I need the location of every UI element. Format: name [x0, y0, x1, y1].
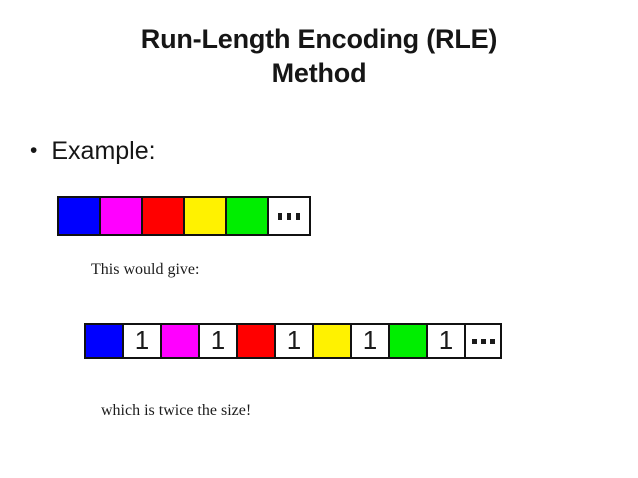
run-count-cell: 1 [276, 325, 314, 357]
color-cell [238, 325, 276, 357]
bullet-marker-icon: • [30, 139, 38, 162]
color-cell [314, 325, 352, 357]
run-count-label: 1 [210, 325, 226, 355]
color-cell [162, 325, 200, 357]
caption-which-is-twice-the-size: which is twice the size! [101, 402, 252, 419]
run-count-cell: 1 [124, 325, 162, 357]
color-cell [59, 198, 101, 234]
run-count-label: 1 [134, 325, 150, 355]
run-count-label: 1 [286, 325, 302, 355]
color-cell [185, 198, 227, 234]
run-count-cell: 1 [428, 325, 466, 357]
title-line-1: Run-Length Encoding (RLE) [140, 24, 498, 54]
color-cell [227, 198, 269, 234]
color-cell [390, 325, 428, 357]
page-title: Run-Length Encoding (RLE) Method [0, 22, 638, 90]
original-pixel-strip [57, 196, 311, 236]
bullet-item-example: • Example: [30, 136, 156, 166]
color-cell [101, 198, 143, 234]
ellipsis-cell [466, 325, 500, 357]
run-count-label: 1 [362, 325, 378, 355]
run-count-cell: 1 [352, 325, 390, 357]
color-cell [86, 325, 124, 357]
title-line-2: Method [271, 58, 367, 88]
run-count-cell: 1 [200, 325, 238, 357]
color-cell [143, 198, 185, 234]
run-count-label: 1 [438, 325, 454, 355]
caption-this-would-give: This would give: [91, 261, 200, 278]
ellipsis-icon [278, 212, 300, 220]
ellipsis-icon [471, 338, 495, 344]
rle-encoded-strip: 1 1 1 1 1 [84, 323, 502, 359]
bullet-item-label: Example: [51, 137, 156, 165]
ellipsis-cell [269, 198, 309, 234]
